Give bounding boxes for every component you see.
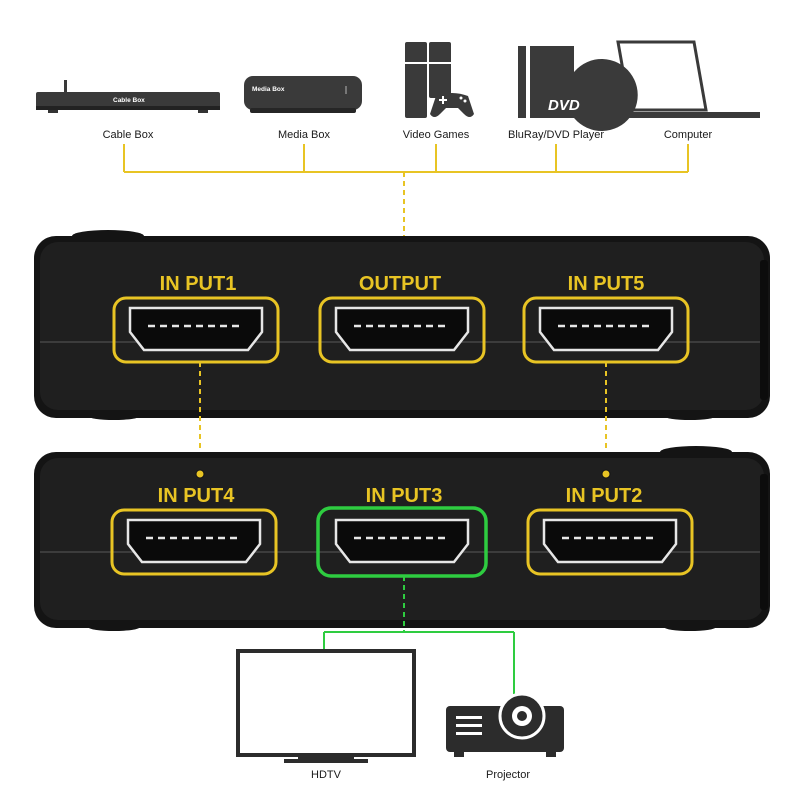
dvd-device-text: DVD bbox=[548, 97, 580, 114]
hdmi-port-output bbox=[318, 296, 486, 364]
game-console-icon bbox=[405, 42, 451, 118]
computer-caption: Computer bbox=[664, 129, 713, 141]
port-input5-label: IN PUT5 bbox=[568, 273, 645, 295]
dvd-player-icon: DVD bbox=[518, 46, 638, 131]
input2-connector-dot bbox=[601, 469, 611, 479]
laptop-icon bbox=[616, 40, 760, 118]
input4-connector-dot bbox=[195, 469, 205, 479]
cable-box-icon: Cable Box bbox=[36, 80, 220, 113]
hdmi-port-input4 bbox=[110, 508, 278, 576]
hdmi-port-input2 bbox=[526, 508, 694, 576]
source-connector-lines bbox=[123, 144, 689, 173]
tv-icon bbox=[236, 649, 416, 763]
hdmi-port-input1 bbox=[112, 296, 280, 364]
media-box-caption: Media Box bbox=[278, 129, 330, 141]
media-box-icon: Media Box bbox=[244, 76, 362, 113]
video-games-caption: Video Games bbox=[403, 129, 470, 141]
projector-caption: Projector bbox=[486, 769, 530, 781]
projector-icon bbox=[446, 692, 564, 757]
port-input3-label: IN PUT3 bbox=[366, 485, 443, 507]
cable-box-device-text: Cable Box bbox=[113, 97, 145, 104]
cable-box-caption: Cable Box bbox=[103, 129, 154, 141]
port-input2-label: IN PUT2 bbox=[566, 485, 643, 507]
hdmi-port-input3-active bbox=[316, 506, 488, 578]
port-input4-label: IN PUT4 bbox=[158, 485, 236, 507]
display-connector-lines bbox=[323, 576, 515, 694]
port-input1-label: IN PUT1 bbox=[160, 273, 237, 295]
bluray-caption: BluRay/DVD Player bbox=[508, 129, 604, 141]
media-box-device-text: Media Box bbox=[252, 86, 285, 93]
hdmi-port-input5 bbox=[522, 296, 690, 364]
gamepad-icon bbox=[430, 93, 474, 117]
hdtv-caption: HDTV bbox=[311, 769, 342, 781]
port-output-label: OUTPUT bbox=[359, 273, 441, 295]
